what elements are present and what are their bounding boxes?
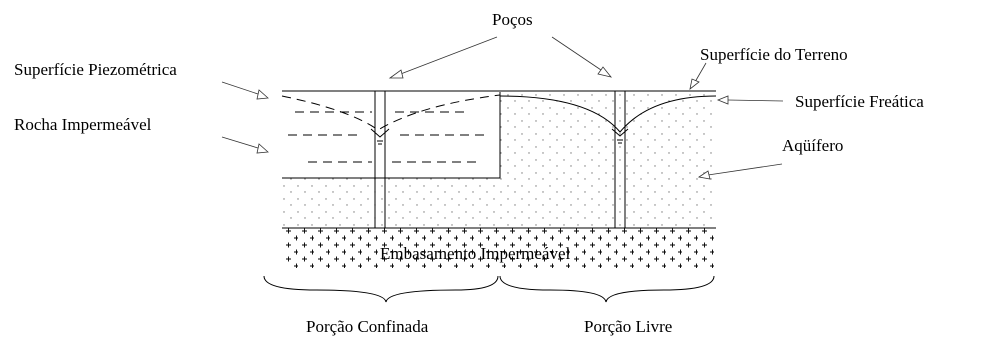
wells-label: Poços xyxy=(492,10,533,29)
free-brace xyxy=(499,275,715,303)
ground-surface-label: Superfície do Terreno xyxy=(700,45,848,64)
impermeable-basement-layer xyxy=(282,227,718,268)
aquifer-label: Aqüífero xyxy=(782,136,843,155)
piezometric-surface-curve xyxy=(281,94,501,131)
piezometric-surface-label: Superfície Piezométrica xyxy=(14,60,177,79)
label-arrows xyxy=(221,36,784,180)
impermeable-rock-layer xyxy=(282,92,501,179)
confined-brace xyxy=(263,275,499,303)
impermeable-basement-label: Embasamento Impermeável xyxy=(380,244,571,263)
aquifer-layer xyxy=(282,92,716,228)
well-free xyxy=(611,90,629,229)
confined-portion-label: Porção Confinada xyxy=(306,317,429,336)
impermeable-rock-label: Rocha Impermeável xyxy=(14,115,152,134)
water-table-label: Superfície Freática xyxy=(795,92,924,111)
well-confined xyxy=(370,90,390,229)
water-table-curve xyxy=(499,95,717,133)
free-portion-label: Porção Livre xyxy=(584,317,672,336)
